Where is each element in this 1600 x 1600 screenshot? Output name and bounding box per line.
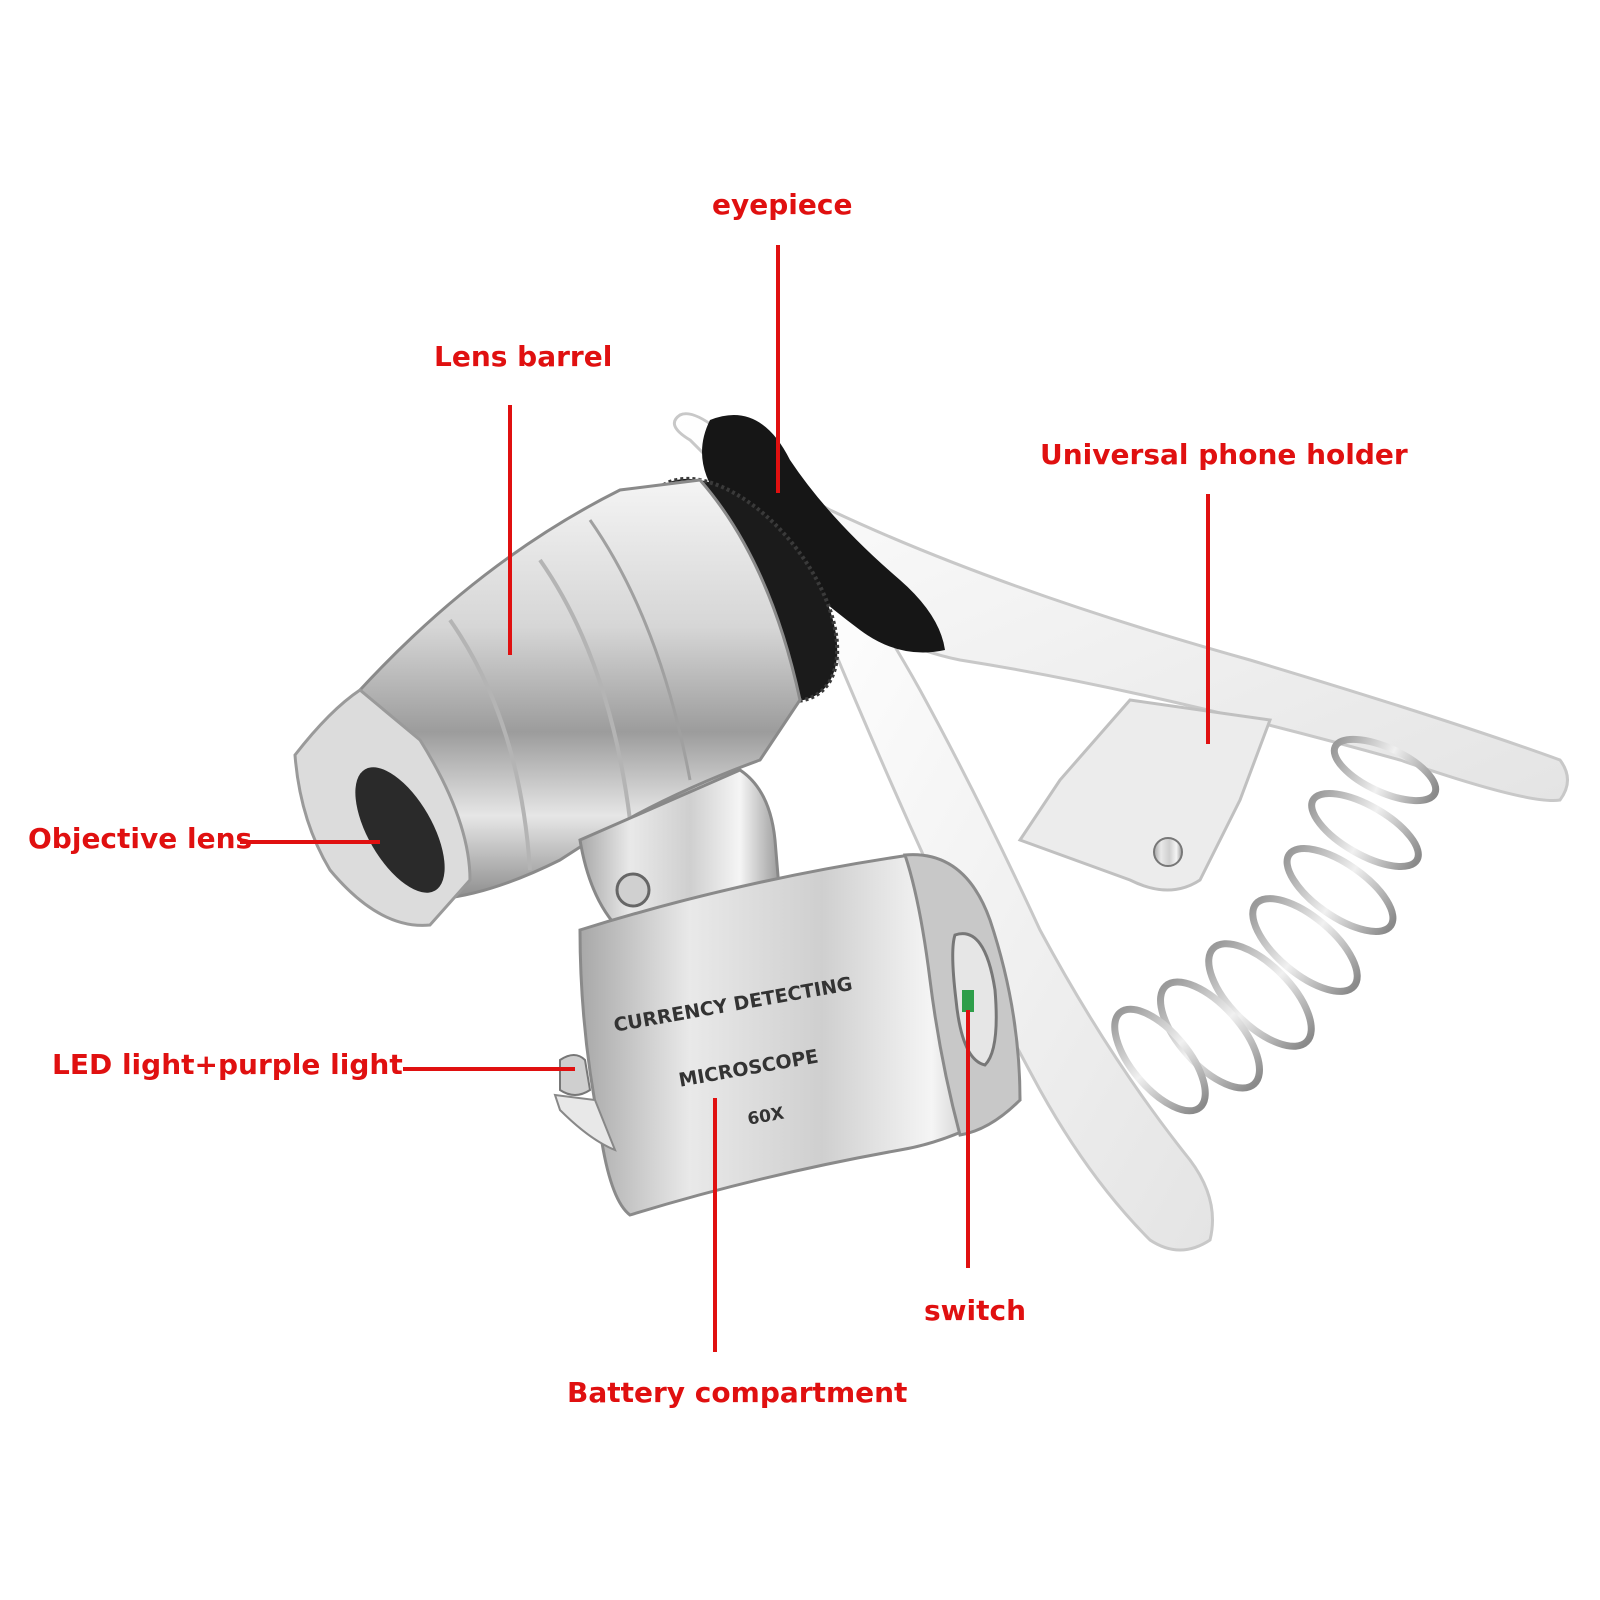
switch-slot (951, 932, 998, 1067)
switch-knob (962, 990, 974, 1012)
label-battery-compartment: Battery compartment (567, 1376, 908, 1409)
bracket-screw (615, 872, 651, 908)
leader-universal-phone-holder (1206, 494, 1210, 744)
label-switch: switch (924, 1294, 1027, 1327)
led-lens (553, 1093, 617, 1152)
label-led-light: LED light+purple light (52, 1048, 403, 1081)
leader-switch (966, 1010, 970, 1268)
led-window (559, 1054, 592, 1096)
label-lens-barrel: Lens barrel (434, 340, 613, 373)
eyepiece-rubber (702, 415, 945, 653)
leader-lens-barrel (508, 405, 512, 655)
leader-objective-lens (240, 840, 380, 844)
leader-led-light (403, 1067, 575, 1071)
label-objective-lens: Objective lens (28, 822, 253, 855)
clip-lower-arm (815, 536, 1214, 1252)
objective-lens-glass (355, 767, 445, 893)
hinge-rivet (1153, 837, 1183, 867)
leader-battery-compartment (713, 1098, 717, 1352)
label-universal-phone-holder: Universal phone holder (1040, 438, 1408, 471)
clip-hinge-plate (1017, 698, 1273, 892)
label-eyepiece: eyepiece (712, 188, 853, 221)
spring (1111, 735, 1440, 1115)
leader-eyepiece (776, 245, 780, 493)
